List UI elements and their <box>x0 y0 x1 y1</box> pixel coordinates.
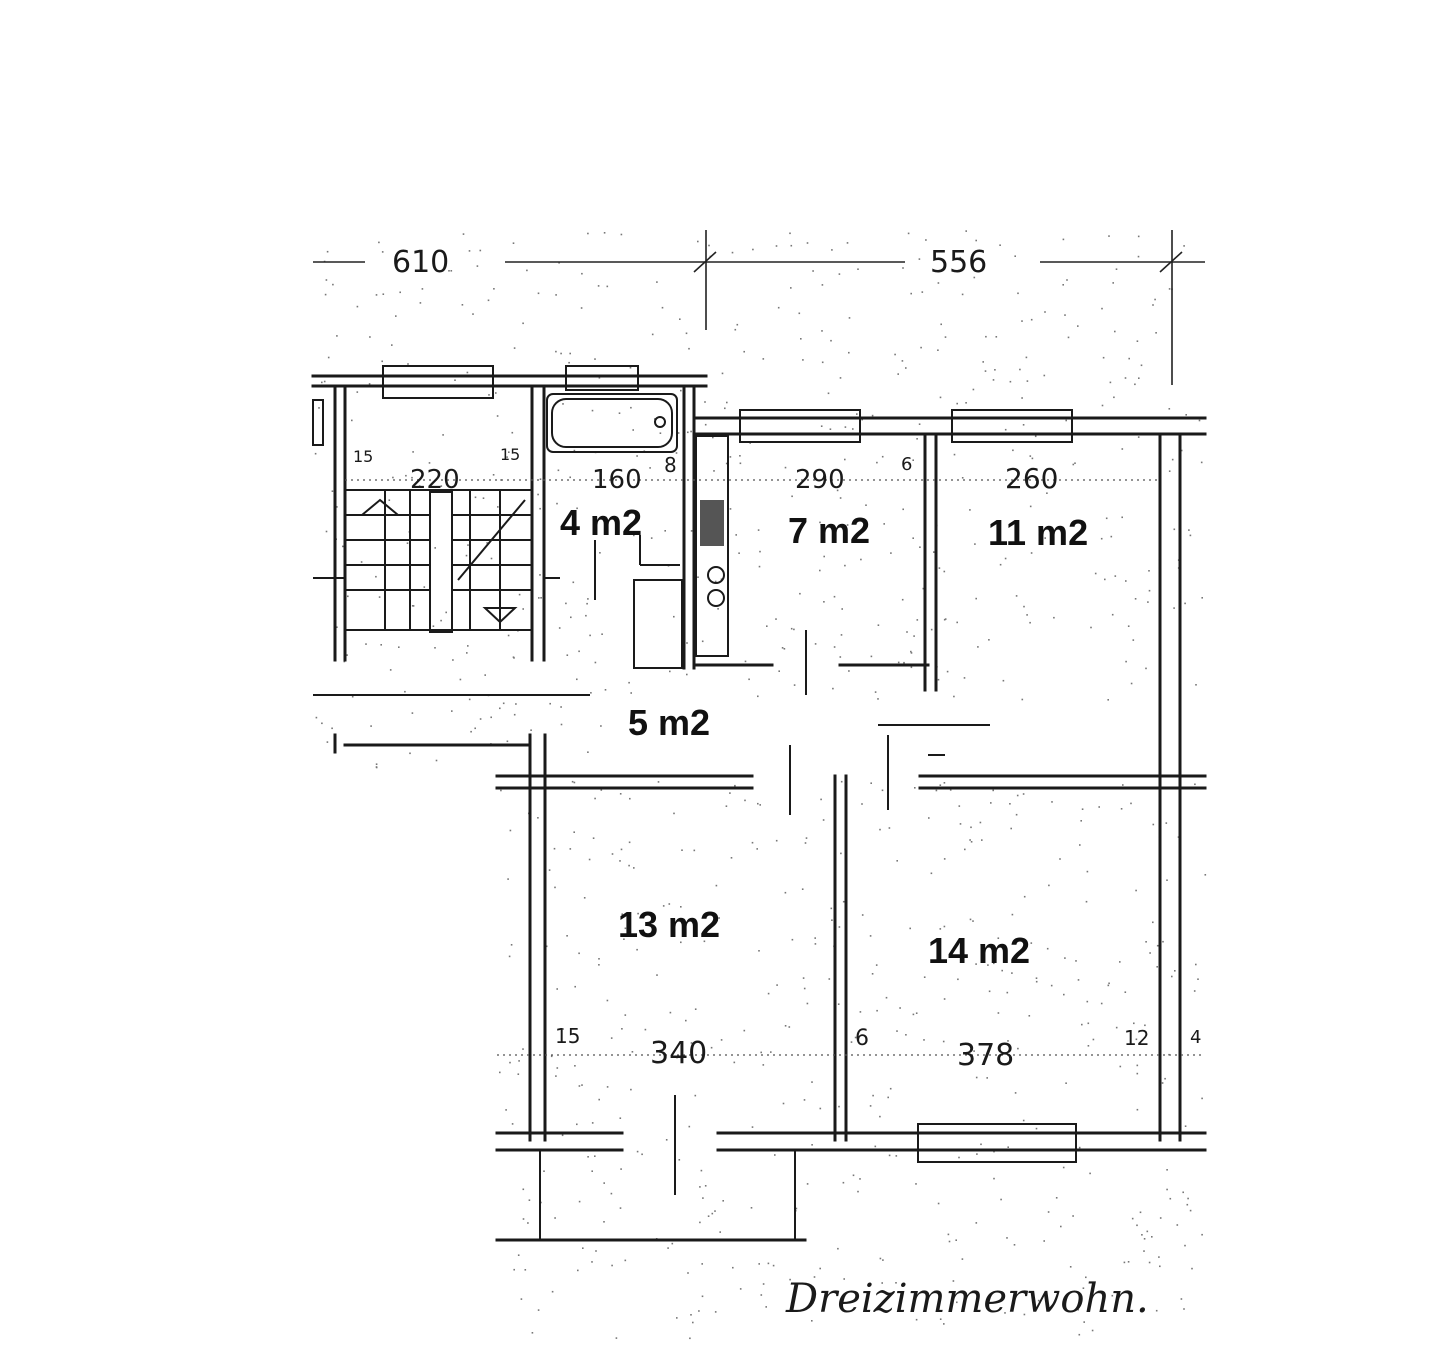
stairwell <box>312 384 560 662</box>
thickness-8: 8 <box>664 453 677 477</box>
thickness-4: 4 <box>1190 1027 1201 1048</box>
area-bath: 4 m2 <box>560 502 642 543</box>
width-378: 378 <box>957 1038 1014 1073</box>
dimension-556: 556 <box>930 245 987 280</box>
thickness-15-bottom: 15 <box>555 1024 580 1048</box>
dimension-610: 610 <box>392 245 449 280</box>
interior-dimension-lines <box>345 479 1205 1056</box>
width-290: 290 <box>795 465 845 495</box>
kitchen <box>692 432 938 695</box>
scan-noise <box>314 230 1207 1340</box>
area-room-bottom-left: 13 m2 <box>618 904 720 945</box>
area-hall: 5 m2 <box>628 702 710 743</box>
width-220: 220 <box>410 465 460 495</box>
area-room-top-right: 11 m2 <box>988 512 1088 553</box>
width-160: 160 <box>592 465 642 495</box>
width-340: 340 <box>650 1036 707 1071</box>
area-room-bottom-right: 14 m2 <box>928 930 1030 971</box>
width-260: 260 <box>1005 462 1058 495</box>
bathroom <box>546 384 696 670</box>
area-kitchen: 7 m2 <box>788 510 870 551</box>
outer-walls <box>311 365 1207 1242</box>
thickness-6-top: 6 <box>901 454 912 475</box>
thickness-15-left: 15 <box>353 447 373 466</box>
plan-caption: Dreizimmerwohn. <box>785 1276 1149 1322</box>
thickness-6-bottom: 6 <box>855 1026 869 1051</box>
hall-walls <box>313 694 1207 1142</box>
thickness-15-right: 15 <box>500 445 520 464</box>
top-dimension-chain <box>313 230 1205 385</box>
thickness-12: 12 <box>1124 1026 1149 1050</box>
